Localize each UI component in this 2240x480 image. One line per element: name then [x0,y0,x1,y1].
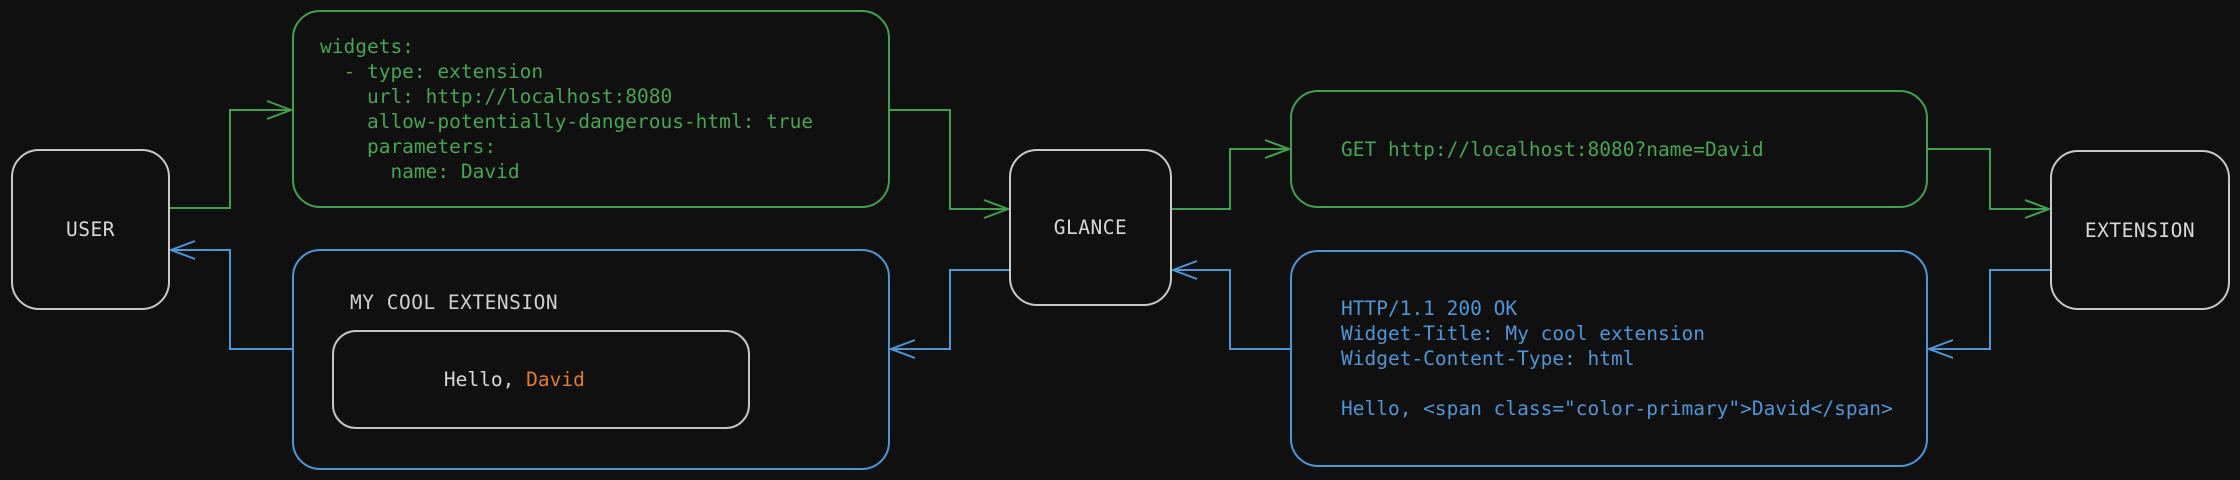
http-request-box: GET http://localhost:8080?name=David [1290,90,1928,208]
rendered-widget-box: MY COOL EXTENSION Hello, David [292,249,890,470]
arrow-request-to-extension [1928,148,2049,210]
node-user: USER [11,149,170,310]
arrowhead-request-to-extension [2024,199,2052,219]
http-response-line [1341,371,1926,396]
node-glance-label: GLANCE [1053,216,1128,239]
arrowhead-rendered-to-user [168,240,196,260]
arrow-config-to-glance [890,109,1008,210]
greeting-name: David [526,368,585,391]
arrowhead-response-to-glance [1170,260,1198,280]
rendered-widget-inner-box: Hello, David [332,330,750,429]
http-response-line: HTTP/1.1 200 OK [1341,297,1518,320]
arrowhead-user-to-config [266,100,294,120]
arrowhead-config-to-glance [983,199,1011,219]
arrowhead-glance-to-rendered [888,339,916,359]
config-yaml-line: url: http://localhost:8080 [320,85,673,108]
config-yaml-box: widgets: - type: extension url: http://l… [292,10,890,208]
http-request-line: GET http://localhost:8080?name=David [1341,137,1764,161]
node-user-label: USER [66,218,115,241]
arrow-glance-to-request [1172,148,1289,210]
arrow-rendered-to-user [171,249,292,350]
config-yaml-line: widgets: [320,35,414,58]
http-response-line: Widget-Title: My cool extension [1341,322,1705,345]
greeting-prefix: Hello, [443,368,527,391]
config-yaml-line: name: David [320,160,520,183]
node-extension-label: EXTENSION [2084,218,2196,242]
arrowhead-glance-to-request [1264,139,1292,159]
rendered-widget-title: MY COOL EXTENSION [350,291,559,314]
arrow-user-to-config [170,109,291,209]
arrowhead-extension-to-response [1926,339,1954,359]
arrow-response-to-glance [1173,269,1290,350]
config-yaml-line: parameters: [320,135,497,158]
greeting-text: Hello, David [334,345,585,414]
http-response-line: Hello, <span class="color-primary">David… [1341,397,1893,420]
arrow-glance-to-rendered [891,269,1009,350]
arrow-extension-to-response [1929,269,2050,350]
config-yaml-line: - type: extension [320,60,544,83]
node-glance: GLANCE [1009,149,1172,306]
http-response-line: Widget-Content-Type: html [1341,347,1635,370]
node-extension: EXTENSION [2050,150,2230,310]
config-yaml-line: allow-potentially-dangerous-html: true [320,110,814,133]
http-response-box: HTTP/1.1 200 OK Widget-Title: My cool ex… [1290,250,1928,467]
